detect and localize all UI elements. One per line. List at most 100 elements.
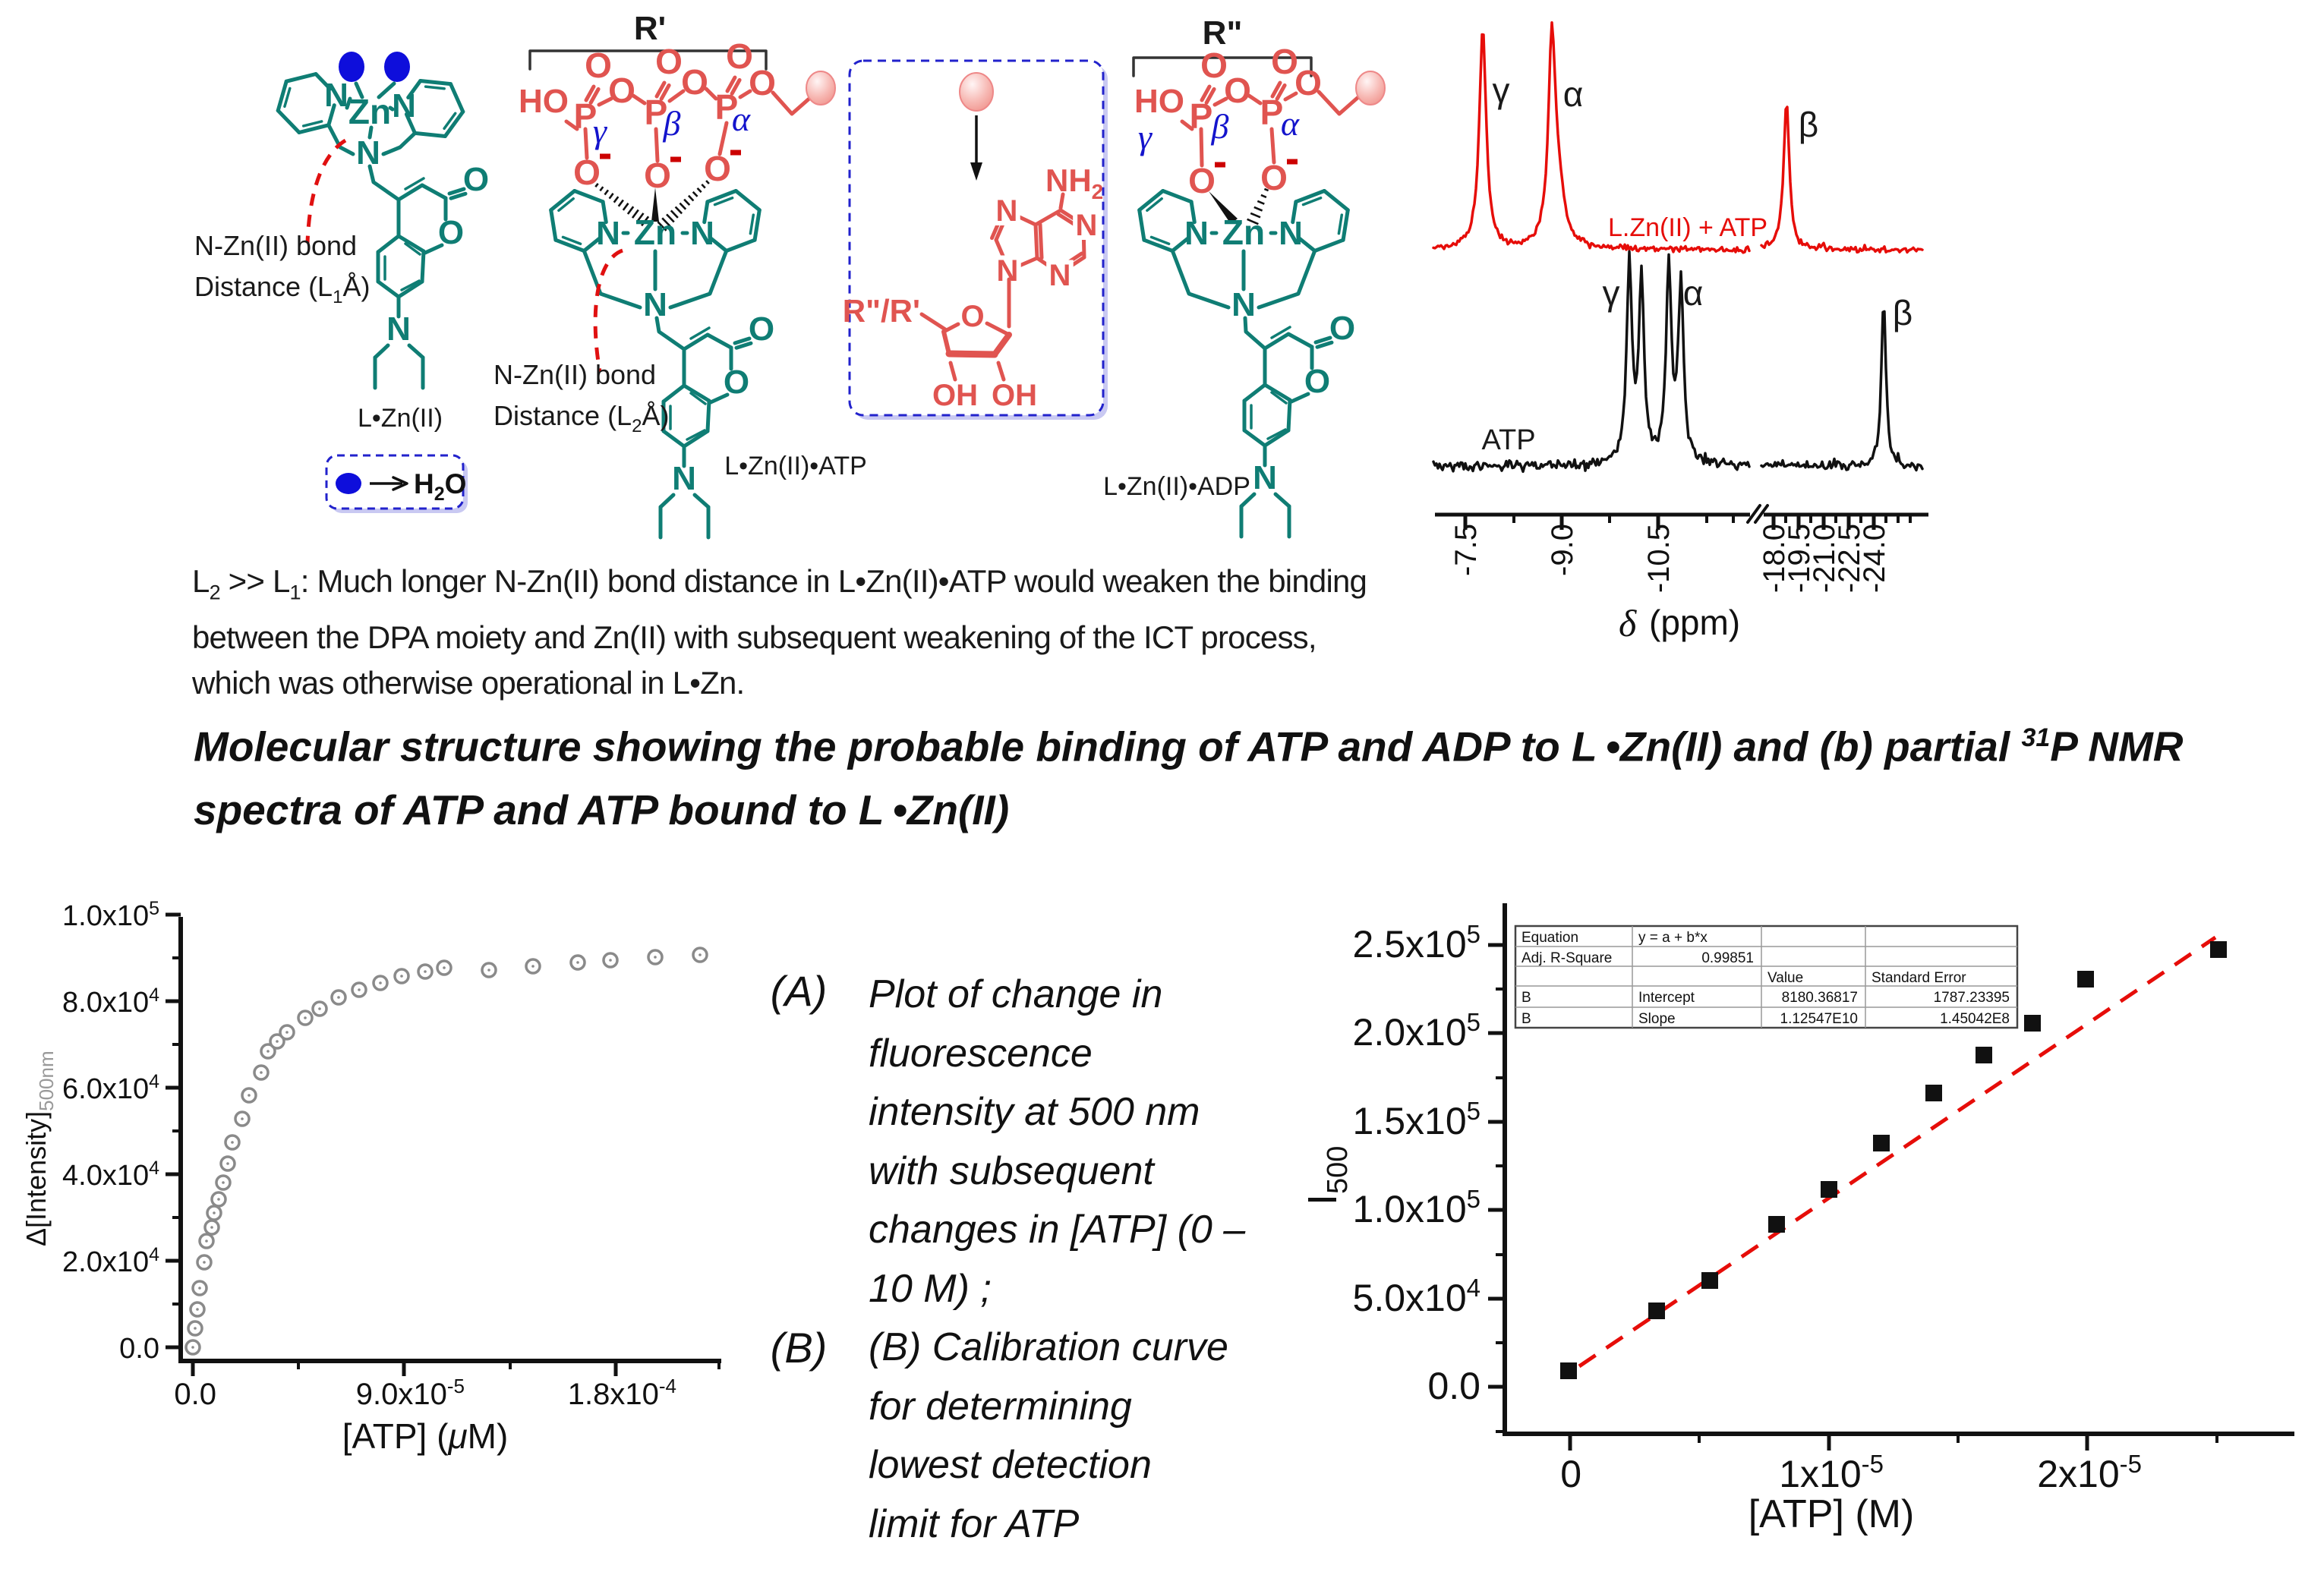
svg-text:1787.23395: 1787.23395 xyxy=(1934,990,2010,1006)
svg-text:γ: γ xyxy=(1138,118,1153,156)
svg-text:8180.36817: 8180.36817 xyxy=(1782,990,1858,1006)
svg-text:O: O xyxy=(1294,63,1322,102)
svg-text:y = a + b*x: y = a + b*x xyxy=(1638,930,1708,946)
svg-text:-7.5: -7.5 xyxy=(1449,524,1483,576)
svg-text:0.0: 0.0 xyxy=(174,1378,216,1411)
svg-text:0.0: 0.0 xyxy=(1427,1365,1480,1407)
svg-text:O: O xyxy=(463,161,489,198)
svg-text:1.12547E10: 1.12547E10 xyxy=(1780,1011,1859,1027)
svg-text:[ATP] (M): [ATP] (M) xyxy=(1749,1492,1915,1536)
svg-text:O: O xyxy=(749,63,776,102)
svg-text:α: α xyxy=(1683,273,1704,313)
svg-text:N: N xyxy=(386,310,411,348)
svg-text:Standard Error: Standard Error xyxy=(1871,970,1966,986)
svg-text:H2O: H2O xyxy=(414,468,466,505)
svg-text:P: P xyxy=(715,87,739,127)
svg-text:R": R" xyxy=(1203,14,1243,52)
svg-text:O: O xyxy=(960,300,984,333)
svg-text:L.Zn(II) + ATP: L.Zn(II) + ATP xyxy=(1608,213,1767,242)
svg-text:[ATP] (μM): [ATP] (μM) xyxy=(342,1416,509,1456)
svg-text:P: P xyxy=(1260,93,1284,132)
svg-text:(ppm): (ppm) xyxy=(1649,603,1740,642)
svg-text:-24.0: -24.0 xyxy=(1858,524,1891,593)
svg-text:Adj. R-Square: Adj. R-Square xyxy=(1521,950,1612,966)
svg-text:B: B xyxy=(1521,1011,1531,1027)
svg-text:(B): (B) xyxy=(771,1324,828,1372)
svg-text:5.0x104: 5.0x104 xyxy=(1353,1274,1480,1319)
svg-text:0.0: 0.0 xyxy=(119,1333,159,1365)
svg-text:Value: Value xyxy=(1767,970,1803,986)
svg-text:2.5x105: 2.5x105 xyxy=(1353,920,1480,965)
svg-text:L•Zn(II)•ADP: L•Zn(II)•ADP xyxy=(1103,472,1250,501)
svg-text:6.0x104: 6.0x104 xyxy=(62,1071,159,1105)
svg-text:O: O xyxy=(585,46,612,85)
svg-text:HO: HO xyxy=(1134,83,1184,120)
svg-text:Zn: Zn xyxy=(348,92,391,131)
svg-text:O: O xyxy=(1329,310,1355,347)
svg-text:0.99851: 0.99851 xyxy=(1701,950,1754,966)
svg-text:Slope: Slope xyxy=(1638,1011,1676,1027)
svg-text:O: O xyxy=(724,364,749,401)
svg-text:Distance (L2Å): Distance (L2Å) xyxy=(493,400,669,436)
svg-text:O: O xyxy=(726,36,753,76)
svg-text:O: O xyxy=(1224,71,1251,110)
svg-text:Intercept: Intercept xyxy=(1638,990,1695,1006)
svg-text:1.0x105: 1.0x105 xyxy=(1353,1185,1480,1230)
svg-text:(A): (A) xyxy=(771,967,828,1015)
svg-text:9.0x10-5: 9.0x10-5 xyxy=(356,1375,465,1411)
svg-text:N: N xyxy=(690,215,714,252)
svg-text:β: β xyxy=(1211,107,1229,146)
svg-text:ATP: ATP xyxy=(1481,424,1535,456)
svg-text:O: O xyxy=(1200,46,1228,85)
svg-text:β: β xyxy=(1799,105,1818,144)
svg-text:B: B xyxy=(1521,990,1531,1006)
svg-text:P: P xyxy=(645,93,668,132)
svg-text:O: O xyxy=(1271,42,1298,81)
svg-text:N: N xyxy=(672,460,696,497)
svg-text:OH: OH xyxy=(932,379,978,412)
svg-text:1.8x10-4: 1.8x10-4 xyxy=(568,1375,676,1411)
svg-text:R"/R': R"/R' xyxy=(843,293,920,329)
svg-text:β: β xyxy=(1893,293,1912,332)
svg-text:N-Zn(II) bond: N-Zn(II) bond xyxy=(194,230,357,261)
svg-text:Zn: Zn xyxy=(1222,213,1265,252)
svg-text:γ: γ xyxy=(593,112,608,150)
svg-text:-10.5: -10.5 xyxy=(1642,524,1676,593)
svg-text:2.0x105: 2.0x105 xyxy=(1353,1008,1480,1054)
svg-text:-21.0: -21.0 xyxy=(1808,524,1841,593)
svg-text:O: O xyxy=(644,156,671,195)
svg-text:O: O xyxy=(608,71,635,110)
svg-text:N: N xyxy=(324,77,348,114)
svg-text:O: O xyxy=(1260,158,1288,197)
svg-text:L•Zn(II)•ATP: L•Zn(II)•ATP xyxy=(724,452,867,480)
svg-text:-22.5: -22.5 xyxy=(1833,524,1866,593)
svg-text:O: O xyxy=(681,62,708,102)
svg-text:I500: I500 xyxy=(1300,1146,1354,1205)
svg-text:-18.0: -18.0 xyxy=(1758,524,1791,593)
svg-text:8.0x104: 8.0x104 xyxy=(62,984,159,1019)
svg-text:β: β xyxy=(663,104,681,143)
svg-text:N: N xyxy=(996,194,1018,228)
svg-text:O: O xyxy=(1304,363,1330,400)
svg-text:OH: OH xyxy=(992,379,1037,412)
svg-text:Distance (L1Å): Distance (L1Å) xyxy=(194,271,370,307)
svg-text:-9.0: -9.0 xyxy=(1546,524,1579,576)
svg-text:Equation: Equation xyxy=(1521,930,1578,946)
svg-text:O: O xyxy=(655,42,683,81)
svg-text:γ: γ xyxy=(1493,71,1510,110)
svg-text:N: N xyxy=(1253,459,1277,496)
svg-text:N-Zn(II) bond: N-Zn(II) bond xyxy=(493,359,656,390)
svg-text:N: N xyxy=(1076,209,1098,242)
svg-text:N: N xyxy=(596,215,620,252)
svg-text:HO: HO xyxy=(519,83,569,120)
svg-text:δ: δ xyxy=(1619,602,1637,644)
svg-text:N: N xyxy=(1279,215,1303,252)
svg-text:N: N xyxy=(1049,259,1071,292)
svg-text:R': R' xyxy=(634,10,666,47)
svg-text:1.5x105: 1.5x105 xyxy=(1353,1097,1480,1142)
svg-text:α: α xyxy=(732,99,751,138)
svg-text:2.0x104: 2.0x104 xyxy=(62,1244,159,1278)
svg-text:N: N xyxy=(1184,215,1209,252)
svg-text:Zn: Zn xyxy=(634,213,676,252)
svg-text:O: O xyxy=(438,214,464,251)
